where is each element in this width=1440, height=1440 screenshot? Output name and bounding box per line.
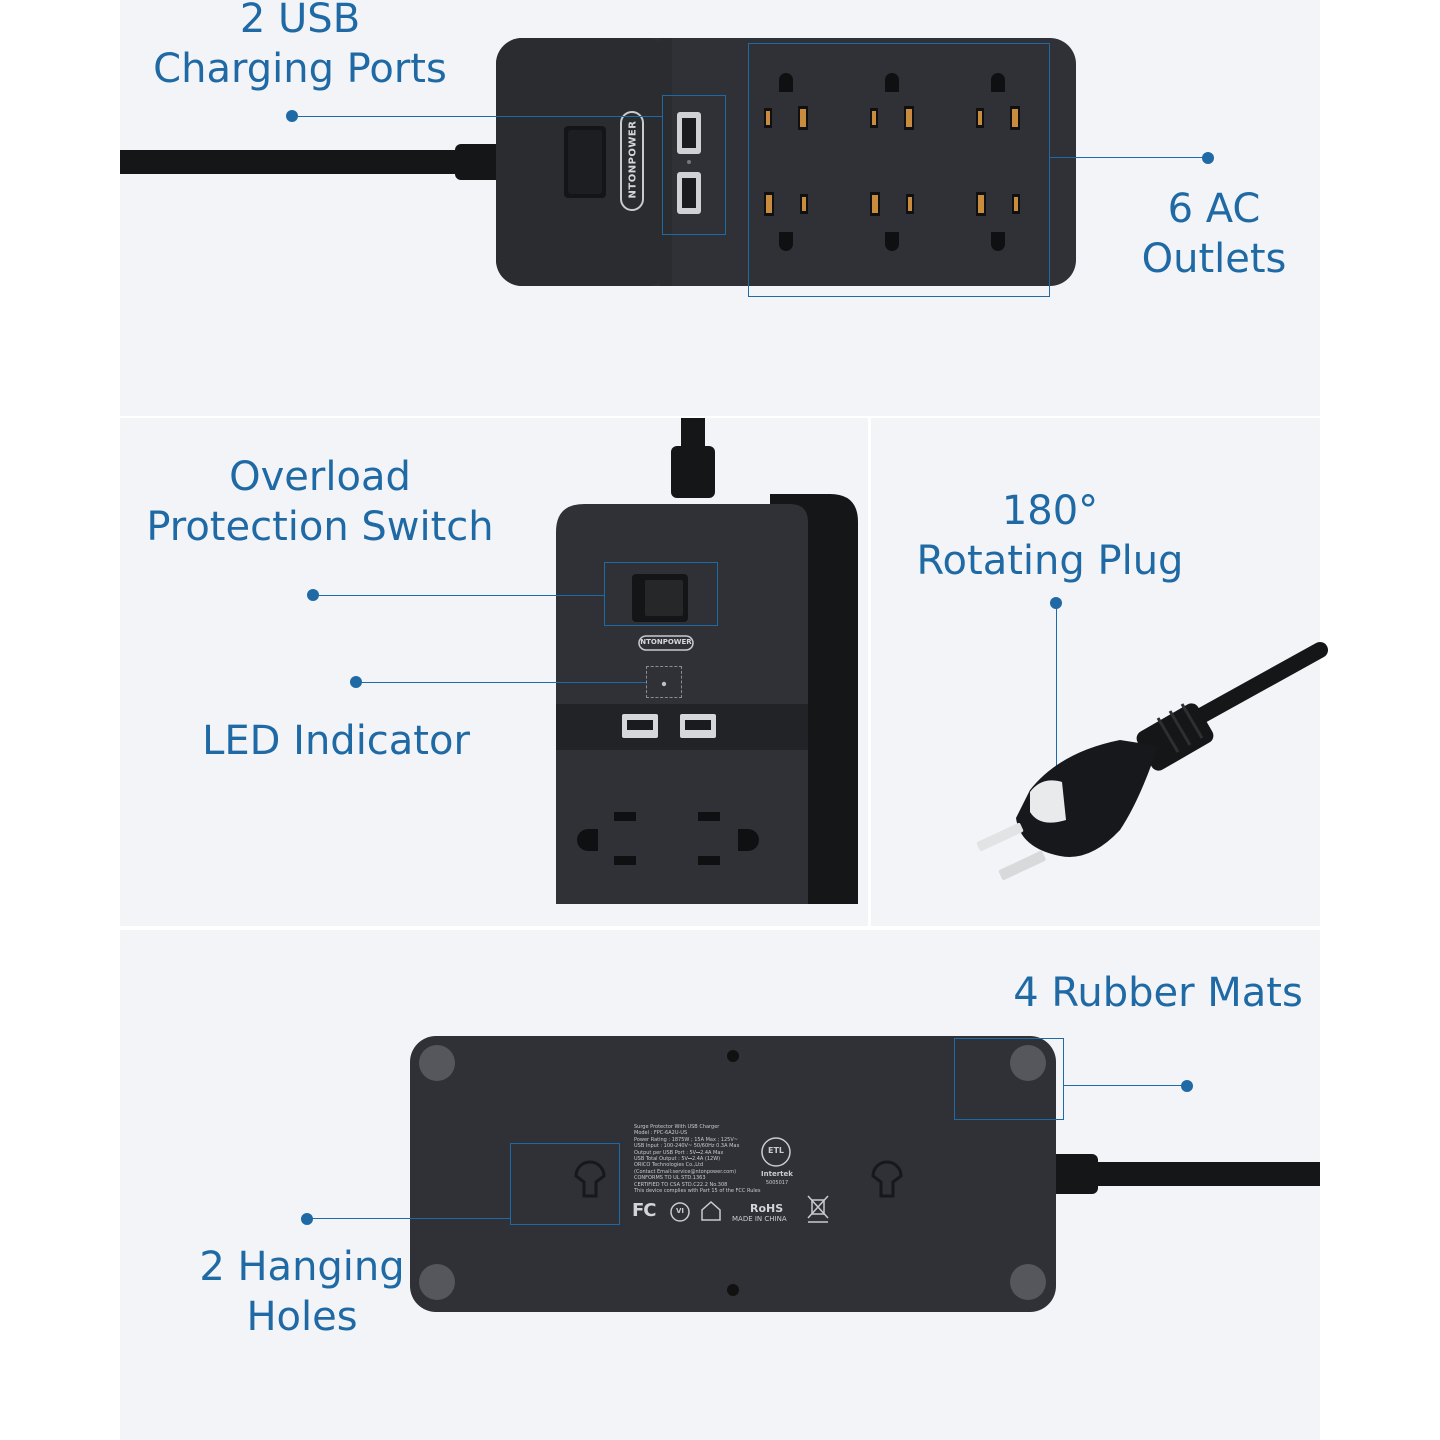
hanging-holes-label: 2 Hanging Holes xyxy=(199,1244,405,1340)
ac-outlet xyxy=(870,192,914,251)
ac-outlet xyxy=(764,73,808,130)
cert-number: 5005017 xyxy=(765,1180,789,1186)
spec-line: (Contact Email:service@ntonpower.com) xyxy=(634,1168,737,1175)
overload-callout-line xyxy=(313,595,605,596)
overload-switch-label: Overload Protection Switch xyxy=(146,454,494,550)
spec-line: USB Input : 100-240V~ 50/60Hz 0.3A Max xyxy=(634,1143,740,1150)
usb-callout-line xyxy=(292,116,662,117)
usb-ports-label: 2 USB Charging Ports xyxy=(153,0,447,92)
spec-line: Output per USB Port : 5V⎓2.4A Max xyxy=(634,1149,724,1156)
switch-highlight-box xyxy=(604,562,718,626)
rubber-mats-label: 4 Rubber Mats xyxy=(1013,970,1303,1016)
ac-outlets-highlight-box xyxy=(748,43,1050,297)
brand-logo-front: NTONPOWER xyxy=(640,638,692,646)
spec-line: USB Total Output : 5V⎓2.4A (12W) xyxy=(634,1156,721,1163)
rubber-callout-line xyxy=(1064,1085,1186,1086)
ac-callout-line xyxy=(1050,157,1208,158)
class-vi-mark: VI xyxy=(675,1207,685,1215)
ac-outlet xyxy=(764,192,808,251)
spec-line: ORICO Technologies Co.,Ltd xyxy=(634,1162,704,1169)
led-indicator-label: LED Indicator xyxy=(202,718,470,764)
led-callout-line xyxy=(356,682,646,683)
made-in-label: MADE IN CHINA xyxy=(732,1215,787,1223)
intertek-mark: Intertek xyxy=(761,1170,793,1178)
spec-line: CONFORMS TO UL STD.1363 xyxy=(634,1175,706,1182)
spec-line: CERTIFIED TO CSA STD.C22.2 No.308 xyxy=(634,1181,728,1188)
rotating-plug-label: 180° Rotating Plug xyxy=(916,488,1184,584)
spec-line: Surge Protector With USB Charger xyxy=(634,1124,720,1130)
rohs-mark: RoHS xyxy=(750,1202,784,1215)
rotating-callout-line xyxy=(1056,603,1057,799)
hanging-callout-line xyxy=(307,1218,510,1219)
hanging-hole-highlight-box xyxy=(510,1143,620,1225)
rubber-mat-highlight-box xyxy=(954,1038,1064,1120)
usb-highlight-box xyxy=(662,95,726,235)
fcc-mark: FC xyxy=(632,1200,656,1221)
ac-outlet xyxy=(976,73,1020,130)
spec-line: Power Rating : 1875W ; 15A Max ; 125V~ xyxy=(634,1136,738,1143)
ac-callout-dot xyxy=(1202,152,1214,164)
ac-outlet xyxy=(870,73,914,130)
led-highlight-box xyxy=(646,666,682,698)
spec-line: Model : FPC-6A2U-US xyxy=(634,1130,688,1137)
ac-outlet xyxy=(976,192,1020,251)
etl-mark: ETL xyxy=(767,1146,785,1155)
spec-line: This device complies with Part 15 of the… xyxy=(634,1188,761,1195)
ac-outlets-label: 6 AC Outlets xyxy=(1141,186,1287,282)
hanging-callout-dot xyxy=(301,1213,313,1225)
rubber-callout-dot xyxy=(1181,1080,1193,1092)
